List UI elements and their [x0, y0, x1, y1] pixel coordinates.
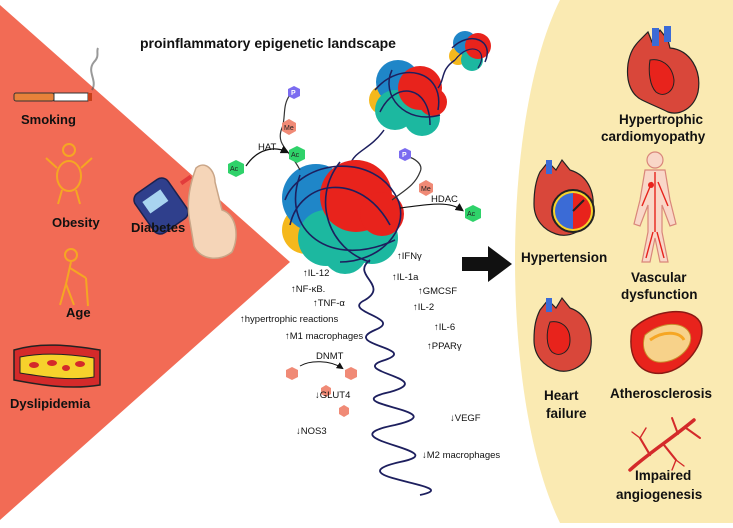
nfkb-label: ↑NF-κB.	[291, 284, 325, 295]
svg-text:P: P	[402, 152, 407, 159]
dnmt-methyl-left	[286, 367, 298, 380]
svg-text:Ac: Ac	[230, 166, 239, 173]
glut4-label: ↓GLUT4	[315, 390, 350, 401]
nos3-label: ↓NOS3	[296, 426, 327, 437]
atherosclerosis-vessel-icon	[630, 310, 703, 374]
dna-methyl-mark-2	[321, 385, 331, 397]
outcome-panel	[515, 0, 733, 523]
nucleosome-large	[282, 160, 404, 274]
atherosclerosis-label: Atherosclerosis	[610, 386, 712, 401]
il12-label: ↑IL-12	[303, 268, 329, 279]
linker-dna-mid	[349, 129, 385, 166]
obesity-label: Obesity	[52, 215, 100, 230]
methyl-mark-top: Me	[282, 119, 296, 135]
dyslipidemia-label: Dyslipidemia	[10, 396, 91, 411]
hcm-label-line1: Hypertrophic	[619, 112, 704, 127]
smoking-label: Smoking	[21, 112, 76, 127]
svg-text:Ac: Ac	[467, 211, 476, 218]
heart-failure-icon	[533, 296, 592, 372]
dnmt-arrow	[299, 361, 344, 370]
methyl-mark-right: Me	[419, 180, 433, 196]
svg-text:Me: Me	[421, 186, 431, 193]
il1a-label: ↑IL-1a	[392, 272, 419, 283]
age-label: Age	[66, 305, 91, 320]
finger-hand-icon	[187, 164, 237, 259]
il6-label: ↑IL-6	[434, 322, 455, 333]
human-vascular-body-icon	[633, 151, 677, 263]
elderly-figure-icon	[59, 248, 89, 307]
hdac-label: HDAC	[431, 194, 458, 205]
phospho-mark-top: P	[288, 86, 300, 99]
plaque-artery-icon	[13, 344, 101, 388]
vascular-label-line2: dysfunction	[621, 287, 698, 302]
svg-text:Me: Me	[284, 125, 294, 132]
vegf-label: ↓VEGF	[450, 413, 481, 424]
blood-pressure-gauge-icon	[551, 189, 595, 233]
dnmt-methyl-right	[345, 367, 357, 380]
risk-factor-triangle	[0, 5, 290, 520]
vascular-label-line1: Vascular	[631, 270, 687, 285]
nucleosome-middle	[369, 60, 447, 136]
m1-macrophages-label: ↑M1 macrophages	[285, 331, 363, 342]
acetyl-mark-free: Ac	[228, 160, 244, 177]
tnfa-label: ↑TNF-α	[313, 298, 345, 309]
diabetes-label: Diabetes	[131, 220, 185, 235]
glucometer-icon	[133, 174, 193, 235]
obesity-figure-icon	[45, 143, 93, 205]
hypertension-label: Hypertension	[521, 250, 607, 265]
branching-vessels-icon	[628, 417, 701, 472]
ppar-label: ↑PPARγ	[427, 341, 462, 352]
figure-title: proinflammatory epigenetic landscape	[140, 35, 396, 51]
hdac-arrow	[399, 203, 464, 212]
acetyl-mark-attached: Ac	[289, 146, 305, 163]
linker-dna-top	[437, 59, 456, 89]
histone-tail-right	[391, 155, 422, 201]
acetyl-mark-removed: Ac	[465, 205, 481, 222]
heart-failure-label-line2: failure	[546, 406, 587, 421]
dnmt-label: DNMT	[316, 351, 344, 362]
nucleosome-small	[449, 31, 491, 71]
m2-macrophages-label: ↓M2 macrophages	[422, 450, 500, 461]
angiogenesis-label-line2: angiogenesis	[616, 487, 702, 502]
hat-arrow	[245, 145, 290, 167]
heart-failure-label-line1: Heart	[544, 388, 579, 403]
svg-text:P: P	[291, 90, 296, 97]
dna-methyl-mark-3	[339, 405, 349, 417]
ifng-label: ↑IFNγ	[397, 251, 422, 262]
cigarette-icon	[13, 47, 99, 102]
angiogenesis-label-line1: Impaired	[635, 468, 691, 483]
hypertrophic-heart-icon	[626, 26, 700, 114]
hcm-label-line2: cardiomyopathy	[601, 129, 706, 144]
gmcsf-label: ↑GMCSF	[418, 286, 457, 297]
dna-strand	[358, 259, 432, 496]
big-right-arrow	[462, 246, 512, 282]
il2-label: ↑IL-2	[413, 302, 434, 313]
phospho-mark-right: P	[399, 148, 411, 161]
svg-text:Ac: Ac	[291, 152, 300, 159]
hat-label: HAT	[258, 142, 276, 153]
hypertrophic-reactions-label: ↑hypertrophic reactions	[240, 314, 338, 325]
